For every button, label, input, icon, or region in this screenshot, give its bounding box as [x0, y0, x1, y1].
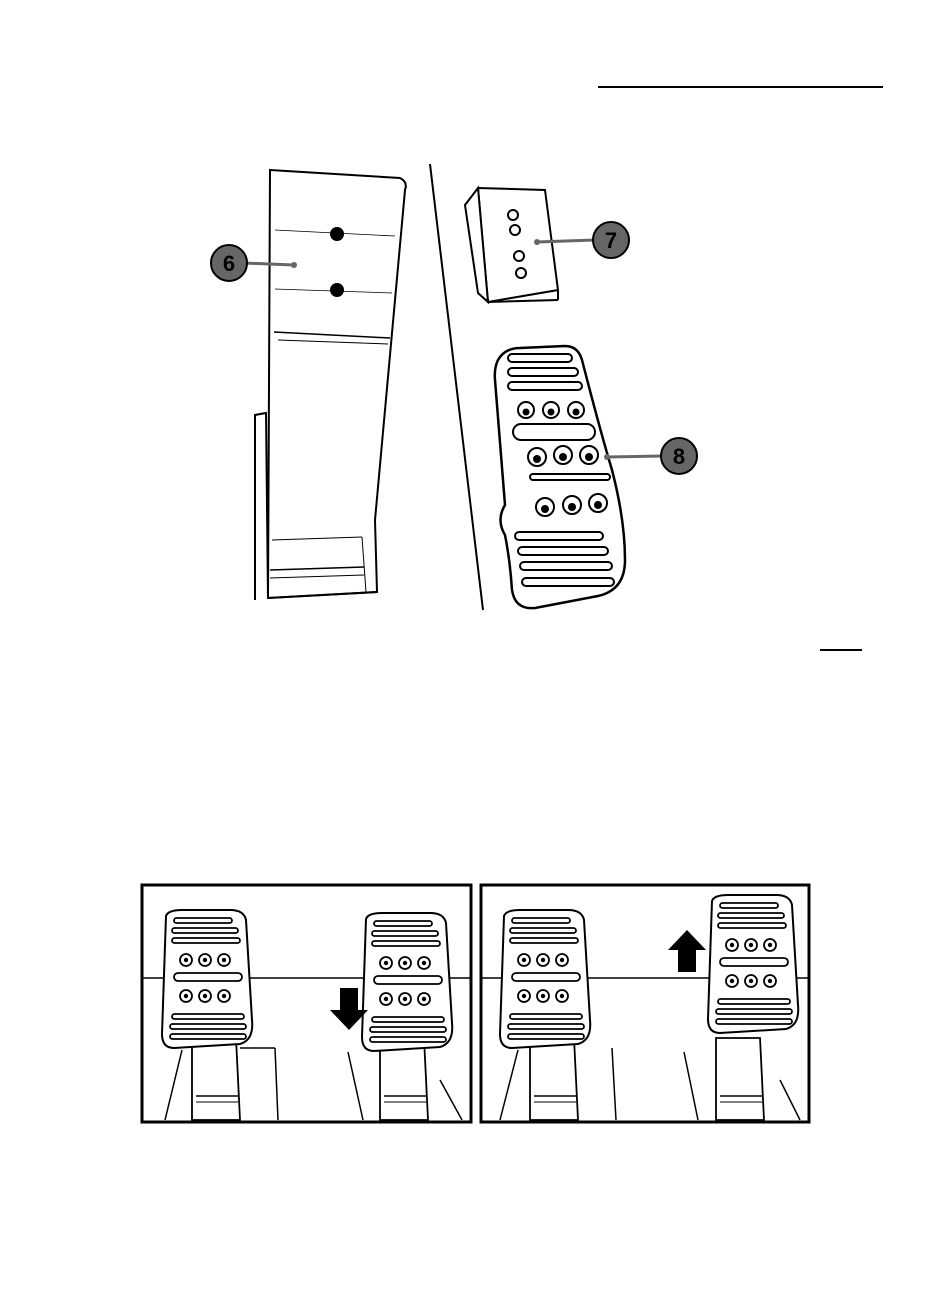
pedal-arm-hole: [330, 227, 344, 241]
pedal-height-panels: [0, 880, 950, 1140]
callout-8-label: 8: [673, 444, 685, 469]
pedal-pad: [495, 346, 625, 608]
callout-7-label: 7: [605, 228, 617, 253]
callout-6-label: 6: [223, 251, 235, 276]
footnote-rule: [820, 649, 862, 651]
callout-8: 8: [604, 438, 697, 474]
pedal-parts-diagram: 6 7 8: [0, 0, 950, 640]
lower-pedal-panel: [142, 885, 471, 1122]
spacer-block: [465, 188, 558, 302]
raise-pedal-panel: [481, 885, 809, 1122]
pedal-arm-hole: [330, 283, 344, 297]
